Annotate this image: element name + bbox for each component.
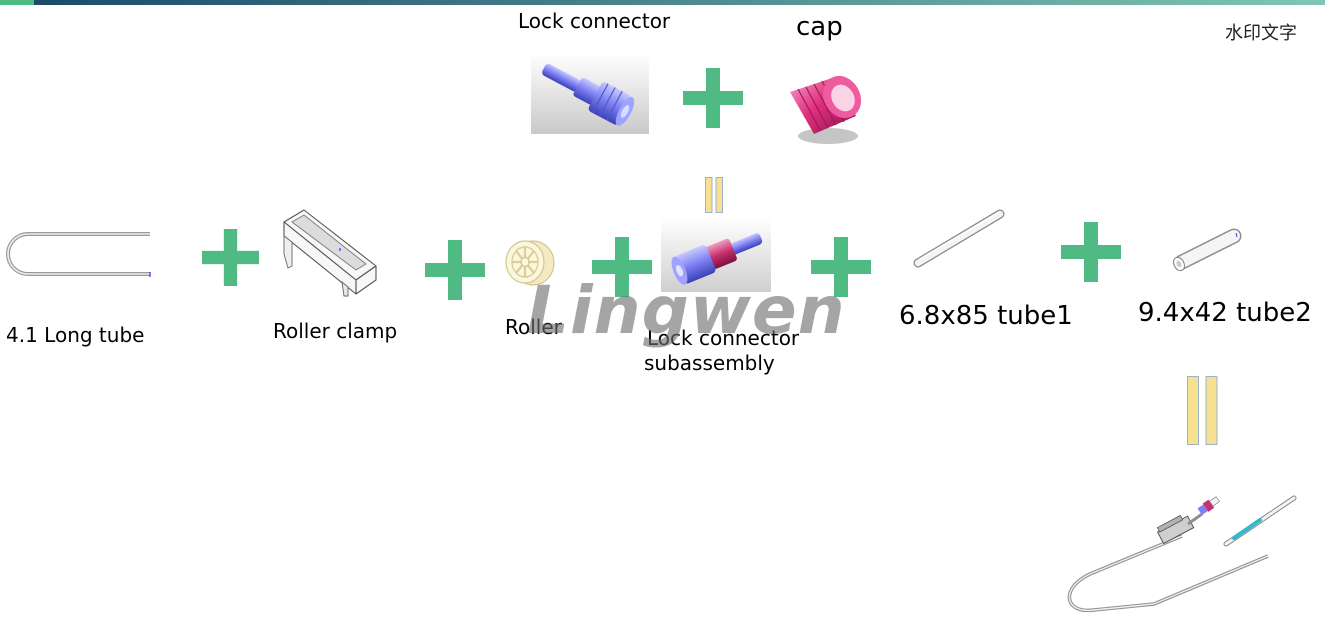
brand-watermark: Lingwen: [527, 272, 846, 349]
label-roller-clamp: Roller clamp: [273, 319, 398, 343]
top-accent-bar-left: [0, 0, 34, 5]
lock-connector-image: [531, 54, 649, 134]
label-cap: cap: [796, 12, 843, 42]
label-tube1: 6.8x85 tube1: [899, 301, 1073, 331]
top-accent-bar: [0, 0, 1325, 5]
plus-icon: [1061, 222, 1121, 282]
label-roller: Roller: [505, 315, 562, 339]
equals-icon: [1187, 376, 1218, 445]
plus-icon: [202, 229, 259, 286]
plus-icon: [425, 240, 485, 300]
label-lock-connector-subassembly: Lock connector subassembly: [644, 326, 799, 376]
roller-clamp-image: [278, 208, 378, 297]
chinese-watermark: 水印文字: [1225, 23, 1297, 44]
cap-image: [784, 62, 866, 148]
long-tube-image: [4, 228, 154, 282]
label-lock-connector: Lock connector: [518, 9, 671, 33]
plus-icon: [683, 68, 743, 128]
lock-connector-subassembly-image: [661, 217, 771, 292]
label-subassembly-line2: subassembly: [644, 351, 775, 375]
final-assembly-image: [1062, 492, 1306, 624]
tube1-image: [912, 207, 1008, 269]
equals-icon: [705, 177, 723, 213]
tube2-image: [1170, 224, 1246, 274]
label-long-tube: 4.1 Long tube: [6, 323, 145, 347]
plus-icon: [592, 237, 652, 297]
top-accent-bar-gradient: [34, 0, 1325, 5]
roller-image: [503, 237, 555, 287]
label-tube2: 9.4x42 tube2: [1138, 298, 1312, 328]
plus-icon: [811, 237, 871, 297]
label-subassembly-line1: Lock connector: [647, 326, 800, 350]
